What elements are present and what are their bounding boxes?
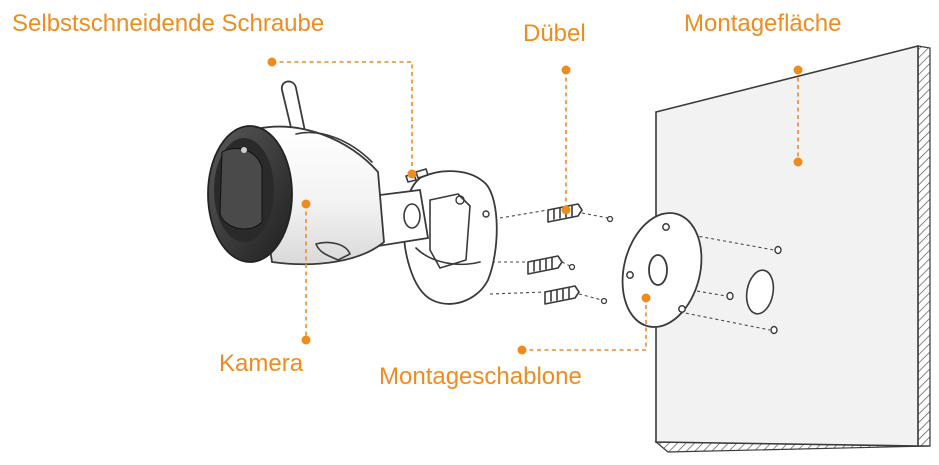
wall-anchors [489, 203, 614, 305]
mounting-surface-wall [654, 44, 931, 453]
label-wall-anchor: Dübel [523, 20, 586, 47]
label-camera: Kamera [219, 350, 304, 377]
label-mounting-template: Montageschablone [379, 363, 582, 390]
leader-lines [267, 57, 803, 355]
camera-body [207, 80, 430, 266]
label-mounting-surface: Montagefläche [684, 10, 842, 37]
label-self-tapping-screw: Selbstschneidende Schraube [12, 10, 325, 37]
